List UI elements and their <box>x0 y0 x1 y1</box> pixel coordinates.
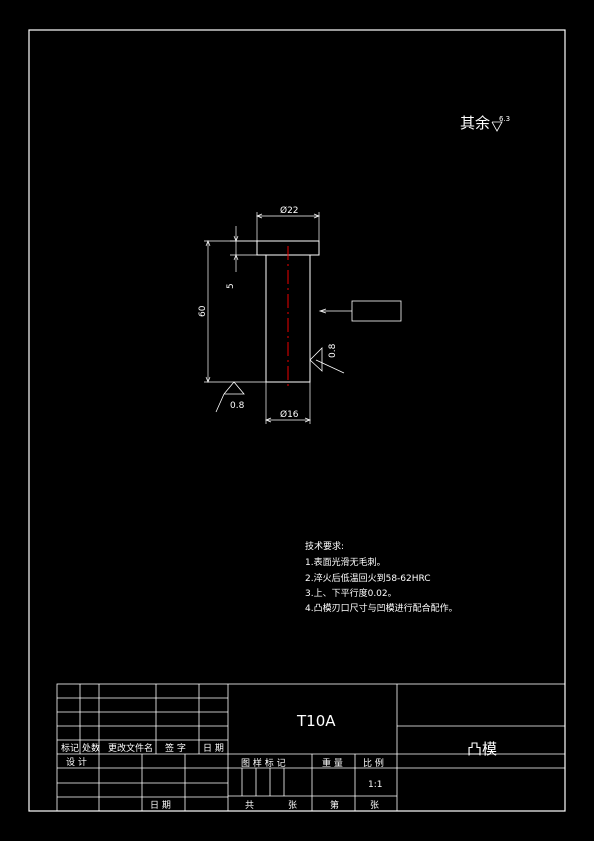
dim-shank-diameter <box>265 382 311 424</box>
rev-header-docname: 更改文件名 <box>108 742 153 754</box>
stage-label: 图 样 标 记 <box>241 757 286 769</box>
scale-label: 比 例 <box>363 757 384 769</box>
roughness-bottom-value: 0.8 <box>230 401 245 411</box>
total-sheets-label: 共 <box>245 800 254 811</box>
total-sheets-unit: 张 <box>288 800 297 811</box>
roughness-default-value: 6.3 <box>499 115 510 123</box>
rev-header-date: 日 期 <box>203 743 224 754</box>
drawing-border <box>28 29 566 812</box>
dim-shank-diameter-text: Ø16 <box>280 409 299 420</box>
dim-total-length-text: 60 <box>198 305 208 317</box>
dim-head-height-text: 5 <box>226 283 236 289</box>
dim-head-diameter-text: Ø22 <box>280 205 299 216</box>
dim-head-height <box>230 226 257 272</box>
tech-requirement-4: 4.凸模刃口尺寸与凹模进行配合配作。 <box>305 602 458 614</box>
date-label: 日 期 <box>150 800 171 811</box>
tech-requirements-title: 技术要求: <box>305 540 344 552</box>
rev-header-mark: 标记 <box>61 742 79 754</box>
tech-requirement-3: 3.上、下平行度0.02。 <box>305 587 397 599</box>
design-label: 设 计 <box>66 756 87 768</box>
tolerance-frame <box>318 300 402 322</box>
sheet-no-label: 第 <box>330 799 339 811</box>
tech-requirement-1: 1.表面光滑无毛刺。 <box>305 556 386 568</box>
dim-total-length <box>204 240 266 383</box>
scale-value: 1:1 <box>368 780 382 790</box>
roughness-symbol-default: 6.3 <box>491 115 510 132</box>
roughness-symbol-side <box>309 347 345 374</box>
title-block <box>56 683 566 812</box>
roughness-symbol-bottom <box>215 381 245 413</box>
material-text: T10A <box>296 712 336 730</box>
dim-head-diameter <box>256 212 320 241</box>
rev-header-sign: 签 字 <box>165 742 186 754</box>
tech-requirement-2: 2.淬火后低温回火到58-62HRC <box>305 572 431 584</box>
roughness-note: 其余 <box>460 114 490 132</box>
roughness-side-value: 0.8 <box>328 343 338 358</box>
sheet-no-unit: 张 <box>370 800 379 811</box>
rev-header-count: 处数 <box>82 742 100 754</box>
weight-label: 重 量 <box>322 757 343 769</box>
part-name-text: 凸模 <box>467 740 497 758</box>
